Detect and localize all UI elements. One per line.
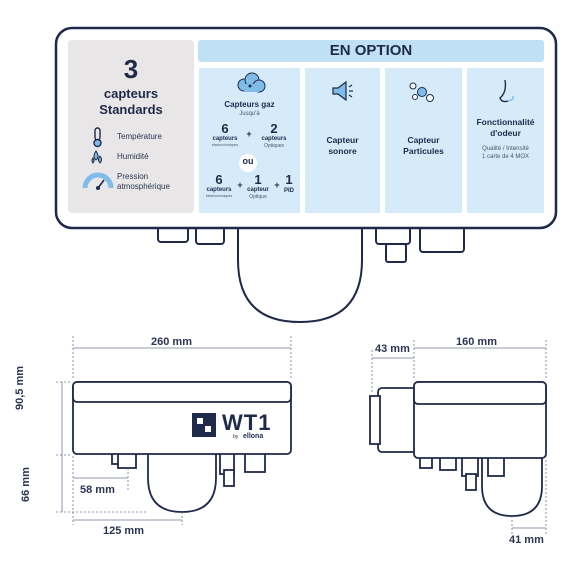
- wt1-logo-icon: [192, 413, 216, 437]
- humidity-icon: [91, 150, 102, 164]
- gauge-icon: [82, 172, 114, 190]
- particles-icon: [409, 82, 434, 102]
- gas-plus-3: +: [274, 180, 280, 190]
- gas-r2a-lbl: capteurs: [206, 187, 232, 193]
- gas-plus-2: +: [237, 180, 243, 190]
- gas-plus-1: +: [246, 129, 252, 139]
- gas-ou: ou: [242, 156, 254, 166]
- gas-cloud-icon: [237, 72, 266, 93]
- gas-r2c-num: 1: [285, 172, 293, 187]
- humidity-label: Humidité: [117, 152, 149, 161]
- odor-line1: Fonctionnalité: [476, 117, 535, 127]
- gas-r2b-num: 1: [254, 172, 262, 187]
- particles-line2: Particules: [403, 146, 444, 156]
- odor-line2: d'odeur: [490, 128, 521, 138]
- odor-cell-bg: [467, 68, 544, 213]
- gas-r2a-num: 6: [215, 172, 223, 187]
- gas-cell-bg: [199, 68, 300, 213]
- gas-ou-badge: [239, 154, 257, 172]
- gas-r1a-lbl: capteurs: [212, 136, 238, 142]
- particles-line1: Capteur: [407, 135, 440, 145]
- sound-line1: Capteur: [326, 135, 359, 145]
- gas-r2a-sub: électrochimiques: [205, 194, 233, 198]
- speaker-icon: [332, 80, 353, 102]
- gas-r1a-num: 6: [221, 121, 229, 136]
- product-maker: ellona: [243, 433, 264, 440]
- gas-r1b-num: 2: [270, 121, 278, 136]
- sound-line2: sonore: [328, 146, 357, 156]
- gas-r1b-sub: Optiques: [263, 143, 284, 149]
- thermometer-icon: [93, 127, 102, 148]
- dim-side-41: 41 mm: [509, 534, 544, 546]
- dim-offset-58: 58 mm: [80, 484, 115, 496]
- standard-panel-bg: [68, 40, 194, 213]
- gas-r1a-sub: électrochimiques: [211, 143, 239, 147]
- standard-line1: capteurs: [103, 86, 159, 101]
- dim-side-43: 43 mm: [375, 343, 410, 355]
- gas-r1b-lbl: capteurs: [261, 136, 287, 142]
- standard-count: 3: [123, 54, 139, 84]
- option-header-bg: [198, 40, 544, 62]
- pressure-label: Pression: [117, 172, 149, 181]
- option-title: EN OPTION: [329, 42, 413, 59]
- product-brand: WT1: [222, 410, 272, 435]
- gas-r2c-lbl: PID: [283, 188, 294, 194]
- gas-title: Capteurs gaz: [224, 100, 275, 109]
- standard-line2: Standards: [99, 102, 163, 117]
- odor-sub1: Qualité / Intensité: [482, 146, 529, 152]
- product-by: by: [233, 434, 239, 440]
- pressure-label-2: atmosphérique: [117, 182, 170, 191]
- nose-icon: [499, 79, 514, 103]
- odor-sub2: 1 carte de 4 MOX: [481, 154, 530, 160]
- temperature-label: Température: [117, 132, 162, 141]
- gas-r2b-lbl: capteur: [247, 187, 269, 193]
- gas-r2b-sub: Optique: [249, 194, 267, 200]
- dim-width-front: 260 mm: [151, 336, 192, 348]
- dim-width-125: 125 mm: [103, 525, 144, 537]
- gas-subtitle: Jusqu'à: [239, 111, 260, 117]
- dim-side-160: 160 mm: [456, 336, 497, 348]
